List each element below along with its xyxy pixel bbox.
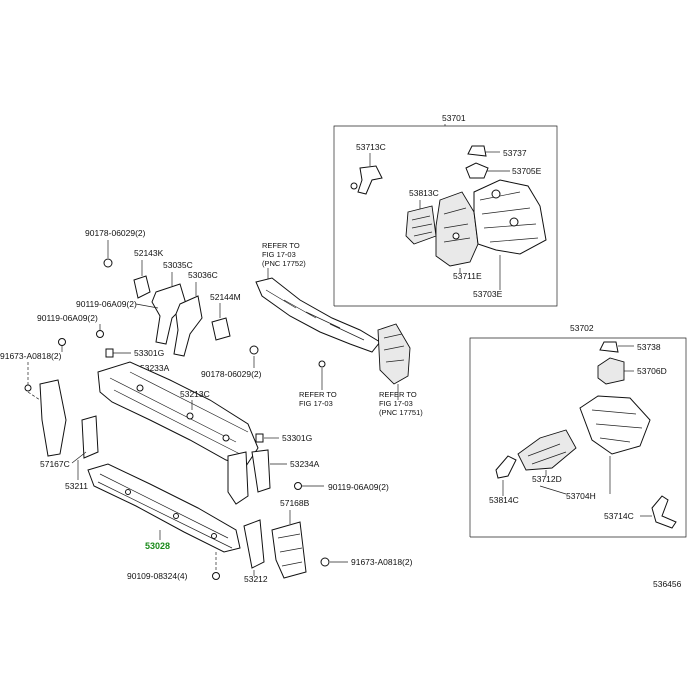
part-53712D <box>517 429 577 471</box>
bolt-91673a-2 <box>24 384 32 392</box>
label-53212[interactable]: 53212 <box>244 574 268 584</box>
part-53814C <box>495 455 517 479</box>
label-53713C[interactable]: 53713C <box>356 142 386 152</box>
bolt-90119c <box>294 482 302 490</box>
refer1-l3[interactable]: (PNC 17752) <box>262 259 306 268</box>
label-90119a[interactable]: 90119-06A09(2) <box>76 299 137 309</box>
label-53714C[interactable]: 53714C <box>604 511 634 521</box>
part-53737 <box>467 145 487 157</box>
label-53036C[interactable]: 53036C <box>188 270 218 280</box>
label-91673b[interactable]: 91673-A0818(2) <box>351 557 413 567</box>
bolt-90178b <box>249 345 259 355</box>
figure-code: 536456 <box>653 579 682 589</box>
label-57167C[interactable]: 57167C <box>40 459 70 469</box>
label-53704H[interactable]: 53704H <box>566 491 596 501</box>
part-53028 <box>87 463 241 553</box>
label-53705E[interactable]: 53705E <box>512 166 542 176</box>
label-52144M[interactable]: 52144M <box>210 292 241 302</box>
bolt-91673b <box>320 557 330 567</box>
label-53701[interactable]: 53701 <box>442 113 466 123</box>
label-53301Ga[interactable]: 53301G <box>134 348 164 358</box>
label-53234A[interactable]: 53234A <box>290 459 320 469</box>
part-53212 <box>243 519 265 569</box>
part-53213C-leg <box>227 451 249 505</box>
label-53703E[interactable]: 53703E <box>473 289 503 299</box>
label-90119c[interactable]: 90119-06A09(2) <box>328 482 389 492</box>
label-53211[interactable]: 53211 <box>65 481 88 491</box>
part-53706D <box>597 357 625 385</box>
part-53036C <box>173 295 203 357</box>
box-53702 <box>469 337 687 538</box>
refer3-l1[interactable]: REFER TO <box>379 390 417 399</box>
part-52144M <box>211 317 231 341</box>
label-53813C[interactable]: 53813C <box>409 188 439 198</box>
part-57168B <box>271 521 307 579</box>
label-53028[interactable]: 53028 <box>145 541 170 551</box>
refer2-l2[interactable]: FIG 17-03 <box>299 399 333 408</box>
part-53738 <box>599 341 619 353</box>
label-90178b[interactable]: 90178-06029(2) <box>201 369 262 379</box>
part-53705E <box>465 162 489 179</box>
bolt-90109 <box>212 572 220 580</box>
label-53233A[interactable]: 53233A <box>140 363 170 373</box>
refer1-l1[interactable]: REFER TO <box>262 241 300 250</box>
part-53714C <box>651 495 677 529</box>
part-53711E <box>435 191 479 267</box>
label-53035C[interactable]: 53035C <box>163 260 193 270</box>
part-53703E <box>473 179 547 255</box>
label-53702[interactable]: 53702 <box>570 323 594 333</box>
part-53704H <box>579 395 651 455</box>
refer1-l2[interactable]: FIG 17-03 <box>262 250 296 259</box>
label-53213C[interactable]: 53213C <box>180 389 210 399</box>
label-53814C[interactable]: 53814C <box>489 495 519 505</box>
part-53813C <box>405 205 437 245</box>
label-91673a[interactable]: 91673-A0818(2) <box>0 351 62 361</box>
label-53301Gb[interactable]: 53301G <box>282 433 312 443</box>
refer3-l2[interactable]: FIG 17-03 <box>379 399 413 408</box>
side-seal <box>377 323 411 385</box>
bolt-91673a <box>58 338 66 346</box>
label-52143K[interactable]: 52143K <box>134 248 164 258</box>
part-52143K <box>133 275 151 299</box>
refer3-l3[interactable]: (PNC 17751) <box>379 408 423 417</box>
box-53701 <box>333 125 558 307</box>
label-57168B[interactable]: 57168B <box>280 498 310 508</box>
bolt-90119b <box>96 330 104 338</box>
label-53737[interactable]: 53737 <box>503 148 527 158</box>
nut-53301Ga <box>105 348 114 358</box>
label-90178a[interactable]: 90178-06029(2) <box>85 228 146 238</box>
part-53211 <box>39 379 67 457</box>
label-53738[interactable]: 53738 <box>637 342 661 352</box>
label-53706D[interactable]: 53706D <box>637 366 667 376</box>
part-57167C <box>81 415 99 459</box>
nut-53301Gb <box>255 433 264 443</box>
part-53713C <box>357 165 383 195</box>
label-90119b[interactable]: 90119-06A09(2) <box>37 313 98 323</box>
label-53711E[interactable]: 53711E <box>453 271 482 281</box>
upper-cross-member <box>255 277 381 353</box>
refer2-l1[interactable]: REFER TO <box>299 390 337 399</box>
part-53234A <box>251 449 271 493</box>
label-53712D[interactable]: 53712D <box>532 474 562 484</box>
bolt-90178a <box>103 258 113 268</box>
label-90109[interactable]: 90109-08324(4) <box>127 571 188 581</box>
part-53035C <box>151 283 187 345</box>
